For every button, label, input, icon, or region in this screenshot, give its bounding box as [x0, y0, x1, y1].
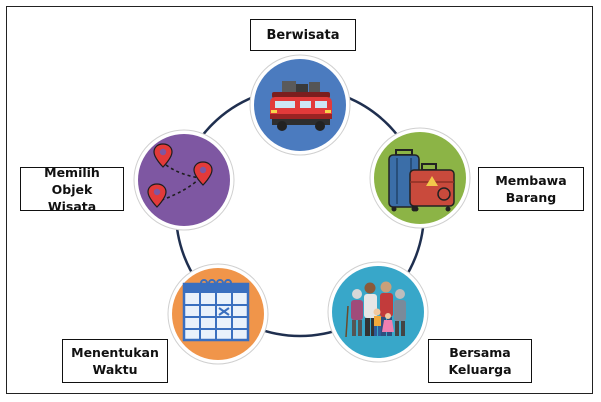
calendar-icon — [182, 279, 250, 342]
node-luggage — [369, 127, 471, 229]
luggage-icon — [388, 149, 455, 212]
label-luggage: Membawa Barang — [478, 167, 584, 211]
family-icon — [345, 281, 406, 338]
node-family — [327, 261, 429, 363]
node-place — [133, 129, 235, 231]
label-time: Menentukan Waktu — [62, 339, 168, 383]
label-travel: Berwisata — [250, 19, 356, 51]
node-travel — [249, 54, 351, 156]
map-pins-icon — [147, 143, 213, 208]
node-place-circle — [138, 134, 230, 226]
node-time — [167, 263, 269, 365]
bus-icon — [270, 81, 332, 131]
label-place: Memilih Objek Wisata — [20, 165, 124, 214]
label-family: Bersama Keluarga — [428, 339, 532, 383]
